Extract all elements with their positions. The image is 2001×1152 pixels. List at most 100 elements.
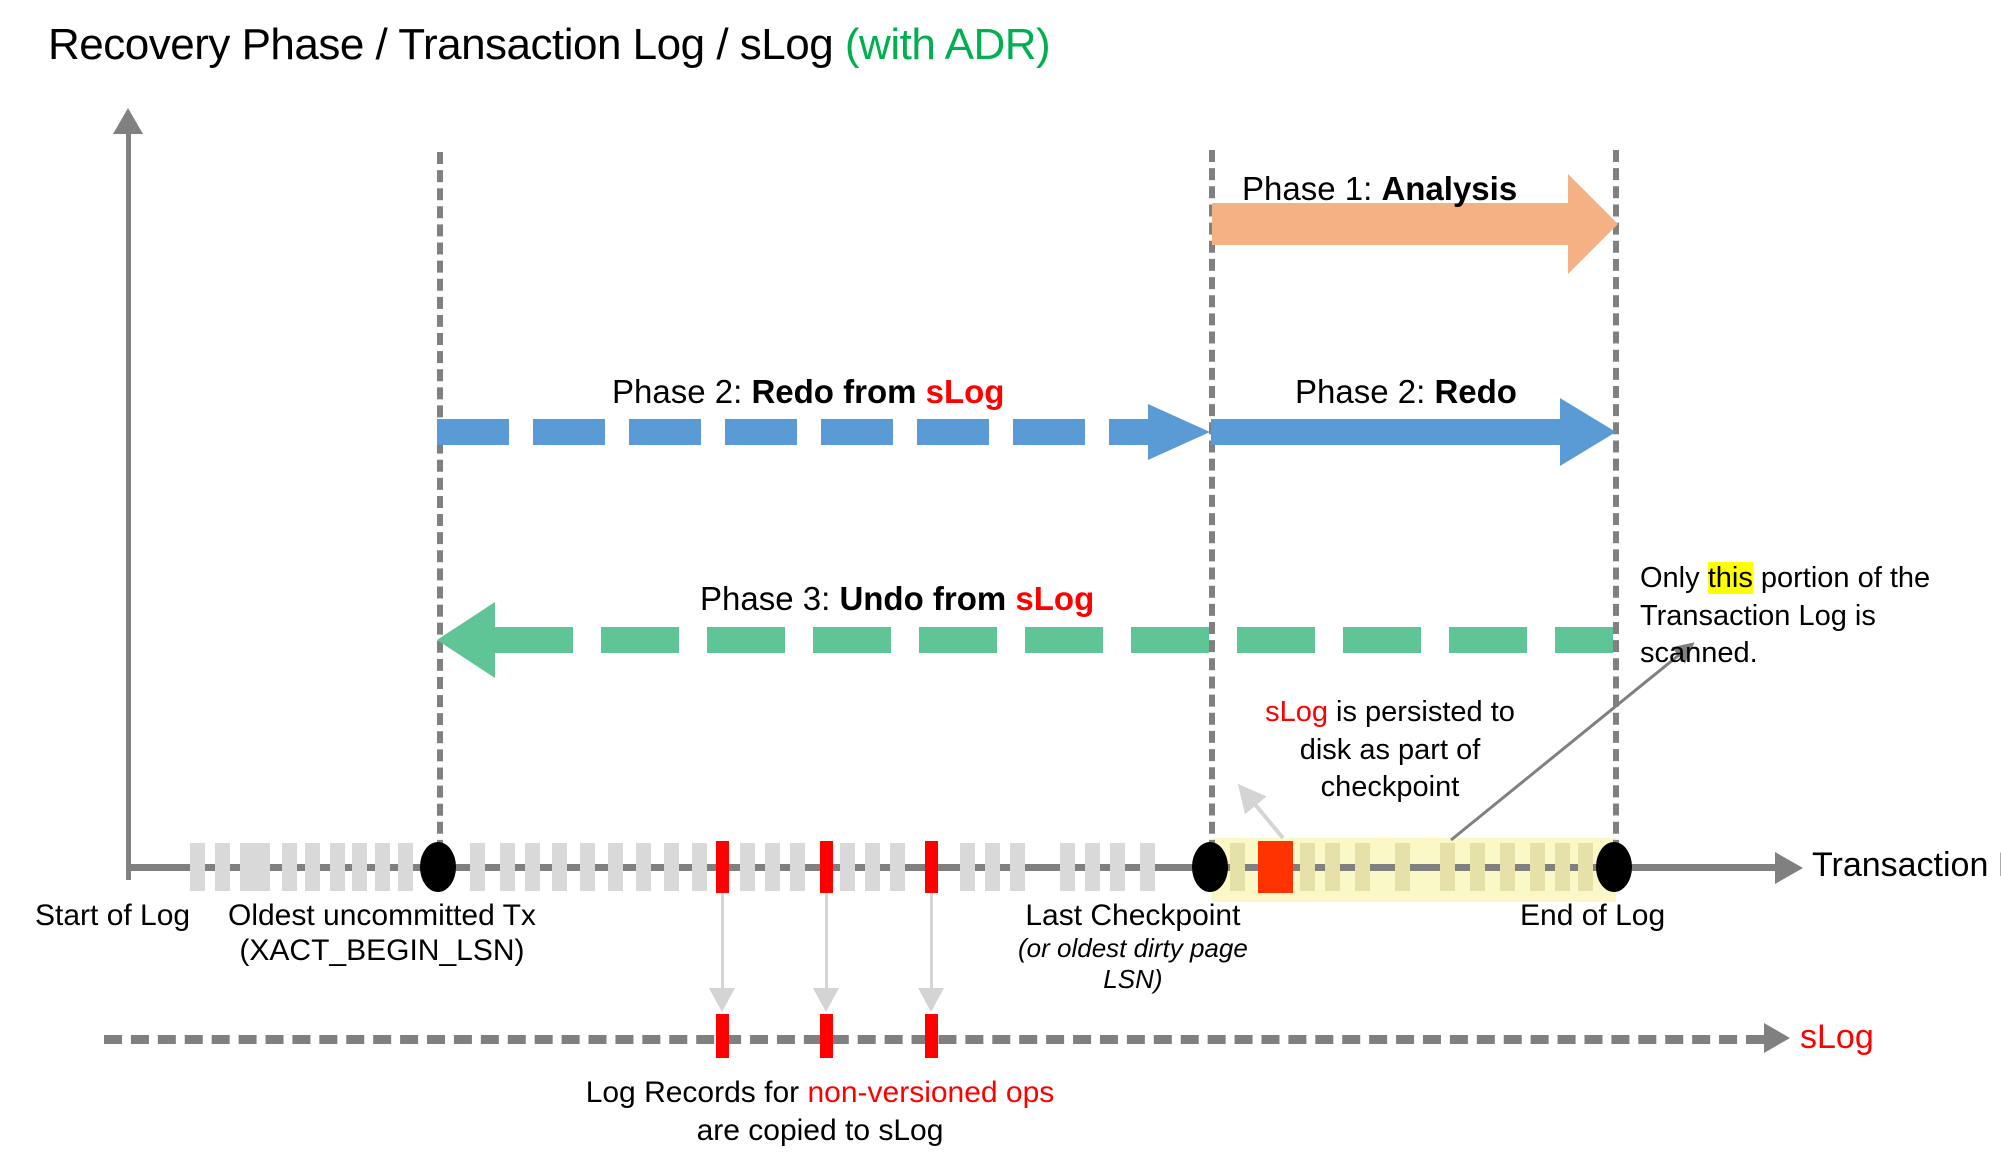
log-record-tick xyxy=(330,843,345,891)
phase-2-redo-from-slog-arrow-shaft xyxy=(437,419,1152,445)
arrow-dash-segment xyxy=(533,419,605,445)
log-record-tick xyxy=(398,843,413,891)
copy-to-slog-leader-line xyxy=(825,893,828,993)
callout-slog-persisted: sLog is persisted to disk as part of che… xyxy=(1240,694,1540,807)
log-record-tick xyxy=(240,843,255,891)
arrow-dash-segment xyxy=(1013,419,1085,445)
log-record-tick xyxy=(215,843,230,891)
log-record-tick xyxy=(890,843,905,891)
arrow-dash-segment xyxy=(1025,627,1103,653)
phase-2a-suffix-slog: sLog xyxy=(925,373,1005,410)
phase-1-analysis-arrowhead-icon xyxy=(1568,174,1618,274)
arrow-dash-segment xyxy=(601,627,679,653)
arrow-dash-segment xyxy=(707,627,785,653)
caption-copy-post: are copied to sLog xyxy=(696,1113,944,1147)
last-checkpoint-dot xyxy=(1192,842,1228,892)
slog-non-versioned-op-record xyxy=(925,1014,938,1058)
log-record-tick xyxy=(580,843,595,891)
arrow-dash-segment xyxy=(1237,627,1315,653)
log-record-tick xyxy=(1555,843,1570,891)
phase-1-analysis-arrow-shaft xyxy=(1212,203,1572,245)
phase-2a-name: Redo from xyxy=(751,373,926,410)
phase-3-prefix: Phase 3: xyxy=(700,580,840,617)
log-record-tick xyxy=(1355,843,1370,891)
label-ckpt-line1: Last Checkpoint xyxy=(1025,899,1241,932)
log-record-tick xyxy=(1500,843,1515,891)
log-record-tick xyxy=(305,843,320,891)
log-record-tick xyxy=(1325,843,1340,891)
arrow-dash-segment xyxy=(1109,419,1152,445)
phase-2b-name: Redo xyxy=(1434,373,1517,410)
log-record-tick xyxy=(552,843,567,891)
transaction-log-axis-line xyxy=(131,864,1781,871)
phase-3-undo-from-slog-arrowhead-icon xyxy=(437,602,495,678)
log-record-tick xyxy=(1530,843,1545,891)
non-versioned-op-log-record xyxy=(925,841,938,893)
arrow-dash-segment xyxy=(1555,627,1613,653)
arrow-dash-segment xyxy=(1449,627,1527,653)
log-record-tick xyxy=(790,843,805,891)
log-record-tick xyxy=(1140,843,1155,891)
page-title-main: Recovery Phase / Transaction Log / sLog xyxy=(48,20,845,69)
y-axis-line xyxy=(126,124,131,880)
log-record-tick xyxy=(636,843,651,891)
end-of-log-dot xyxy=(1596,842,1632,892)
log-record-tick xyxy=(255,843,270,891)
arrow-dash-segment xyxy=(1131,627,1209,653)
log-record-tick xyxy=(1395,843,1410,891)
label-oldest-line2: (XACT_BEGIN_LSN) xyxy=(239,934,525,968)
arrow-dash-segment xyxy=(495,627,573,653)
log-record-tick xyxy=(282,843,297,891)
phase-2-redo-from-slog-label: Phase 2: Redo from sLog xyxy=(612,373,1004,411)
log-record-tick xyxy=(525,843,540,891)
phase-2a-prefix: Phase 2: xyxy=(612,373,752,410)
callout-scan-pre: Only xyxy=(1640,562,1708,594)
slog-non-versioned-op-record xyxy=(820,1014,833,1058)
arrow-dash-segment xyxy=(437,419,509,445)
label-ckpt-line3: LSN) xyxy=(1103,964,1163,995)
phase-2-redo-label: Phase 2: Redo xyxy=(1295,373,1517,411)
slog-arrowhead-icon xyxy=(1764,1023,1790,1053)
copy-to-slog-arrowhead-icon xyxy=(709,988,735,1012)
arrow-dash-segment xyxy=(725,419,797,445)
phase-2-redo-arrowhead-icon xyxy=(1560,398,1616,466)
log-record-tick xyxy=(190,843,205,891)
label-ckpt-line2: (or oldest dirty page xyxy=(1018,933,1248,964)
arrow-dash-segment xyxy=(813,627,891,653)
arrow-dash-segment xyxy=(821,419,893,445)
page-title: Recovery Phase / Transaction Log / sLog … xyxy=(48,20,1051,70)
callout-scan-post: portion of the Transaction Log is scanne… xyxy=(1640,562,1931,670)
guide-line-end-of-log xyxy=(1613,150,1619,870)
arrow-dash-segment xyxy=(919,627,997,653)
label-start-of-log: Start of Log xyxy=(35,899,191,932)
label-last-checkpoint: Last Checkpoint (or oldest dirty page LS… xyxy=(1018,898,1248,995)
caption-copied-to-slog: Log Records for non-versioned ops are co… xyxy=(560,1074,1080,1149)
label-oldest-line1: Oldest uncommitted Tx xyxy=(228,899,536,932)
guide-line-last-checkpoint xyxy=(1209,150,1215,870)
phase-1-analysis-label: Phase 1: Analysis xyxy=(1242,170,1517,208)
phase-2b-prefix: Phase 2: xyxy=(1295,373,1435,410)
label-oldest-uncommitted-tx: Oldest uncommitted Tx (XACT_BEGIN_LSN) xyxy=(228,898,536,969)
log-record-tick xyxy=(765,843,780,891)
phase-2-redo-from-slog-arrowhead-icon xyxy=(1148,404,1210,460)
phase-3-undo-from-slog-label: Phase 3: Undo from sLog xyxy=(700,580,1094,618)
callout-slog-keyword: sLog xyxy=(1265,696,1328,728)
log-record-tick xyxy=(840,843,855,891)
log-record-tick xyxy=(1230,843,1245,891)
guide-line-oldest-uncommitted-tx xyxy=(437,152,443,870)
copy-to-slog-leader-line xyxy=(930,893,933,993)
label-slog: sLog xyxy=(1800,1018,1874,1056)
log-record-tick xyxy=(1470,843,1485,891)
log-record-tick xyxy=(692,843,707,891)
label-transaction-log: Transaction Log xyxy=(1812,846,2001,884)
log-record-tick xyxy=(500,843,515,891)
page-title-adr: (with ADR) xyxy=(844,20,1051,69)
phase-2-redo-arrow-shaft xyxy=(1211,419,1566,445)
log-record-tick xyxy=(608,843,623,891)
log-record-tick xyxy=(664,843,679,891)
arrow-dash-segment xyxy=(1343,627,1421,653)
transaction-log-arrowhead-icon xyxy=(1775,852,1803,884)
log-record-tick xyxy=(1085,843,1100,891)
log-record-tick xyxy=(1060,843,1075,891)
log-record-tick xyxy=(1110,843,1125,891)
